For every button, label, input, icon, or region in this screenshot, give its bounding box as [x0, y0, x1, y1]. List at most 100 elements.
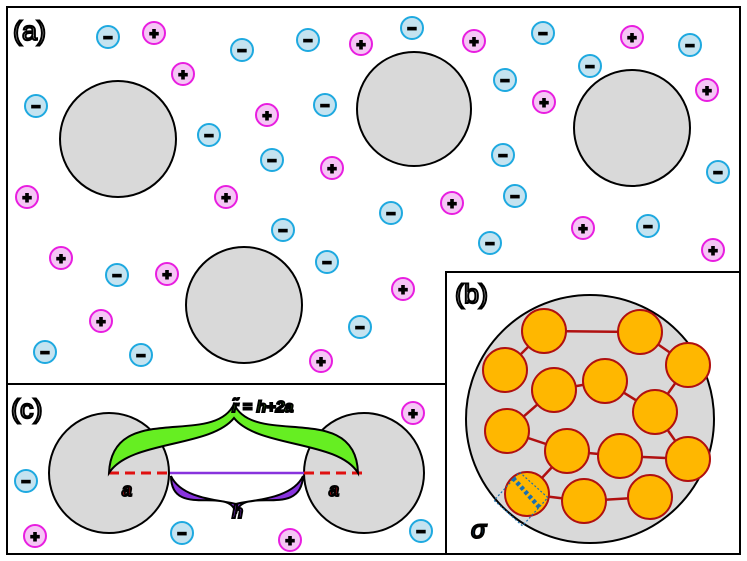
anion-ion: −	[706, 160, 730, 184]
anion-ion: −	[14, 469, 38, 493]
anion-ion: −	[96, 25, 120, 49]
cation-ion: +	[391, 277, 415, 301]
cation-ion: +	[89, 309, 113, 333]
svg-text:−: −	[323, 255, 332, 272]
svg-text:−: −	[644, 219, 653, 236]
cation-ion: +	[278, 528, 302, 552]
svg-text:−: −	[586, 59, 595, 76]
panel-c-ions: + − + − + −	[14, 401, 433, 552]
anion-ion: −	[24, 94, 48, 118]
svg-text:−: −	[417, 524, 426, 541]
h-label: h	[232, 502, 243, 522]
svg-text:−: −	[714, 165, 723, 182]
cation-ion: +	[15, 185, 39, 209]
monomer-bead	[484, 408, 530, 454]
sigma-label: σ	[471, 516, 487, 544]
monomer-bead	[582, 358, 628, 404]
svg-text:−: −	[539, 26, 548, 43]
svg-text:−: −	[304, 33, 313, 50]
svg-text:+: +	[150, 26, 159, 43]
cation-ion: +	[309, 349, 333, 373]
monomer-bead	[665, 342, 711, 388]
cation-ion: +	[142, 21, 166, 45]
cation-ion: +	[255, 103, 279, 127]
panel-a-ions: −+−−+−+−+−+−−+−+−+−−+−−++−−+−+−+−−+−+++−…	[15, 16, 730, 373]
svg-text:+: +	[540, 95, 549, 112]
panel-a: (a)	[12, 15, 691, 364]
anion-ion: −	[33, 340, 57, 364]
colloid	[573, 69, 691, 187]
anion-ion: −	[260, 148, 284, 172]
cation-ion: +	[440, 191, 464, 215]
colloid	[356, 51, 472, 167]
anion-ion: −	[478, 231, 502, 255]
svg-text:+: +	[97, 314, 106, 331]
cation-ion: +	[49, 246, 73, 270]
monomer-bead	[632, 389, 678, 435]
cation-ion: +	[620, 25, 644, 49]
svg-text:+: +	[628, 30, 637, 47]
svg-text:−: −	[22, 474, 31, 491]
cation-ion: +	[695, 78, 719, 102]
svg-text:−: −	[137, 348, 146, 365]
polymer-chain	[482, 308, 711, 524]
svg-text:−: −	[408, 21, 417, 38]
colloid	[185, 246, 303, 364]
svg-text:−: −	[238, 43, 247, 60]
svg-text:−: −	[32, 99, 41, 116]
svg-text:−: −	[499, 148, 508, 165]
svg-text:+: +	[286, 533, 295, 550]
svg-text:+: +	[163, 267, 172, 284]
anion-ion: −	[503, 184, 527, 208]
anion-ion: −	[271, 218, 295, 242]
r-tilde-brace	[107, 401, 360, 477]
svg-text:+: +	[409, 406, 418, 423]
svg-text:+: +	[317, 354, 326, 371]
svg-text:−: −	[279, 223, 288, 240]
panel-b: (b) σ	[454, 278, 715, 545]
a-label-left: a	[122, 480, 132, 500]
anion-ion: −	[129, 343, 153, 367]
svg-text:+: +	[357, 37, 366, 54]
figure-frame	[6, 6, 741, 555]
cation-ion: +	[171, 62, 195, 86]
anion-ion: −	[531, 21, 555, 45]
anion-ion: −	[348, 315, 372, 339]
cation-ion: +	[701, 238, 725, 262]
anion-ion: −	[105, 263, 129, 287]
sigma-box	[493, 471, 549, 527]
anion-ion: −	[296, 28, 320, 52]
cation-ion: +	[320, 156, 344, 180]
svg-text:+: +	[57, 251, 66, 268]
anion-ion: −	[491, 143, 515, 167]
svg-text:+: +	[263, 108, 272, 125]
svg-text:−: −	[356, 320, 365, 337]
cation-ion: +	[401, 401, 425, 425]
panel-c-label: (c)	[11, 394, 42, 424]
svg-text:+: +	[328, 161, 337, 178]
svg-text:+: +	[23, 190, 32, 207]
colloid	[59, 80, 177, 198]
cation-ion: +	[23, 524, 47, 548]
cation-ion: +	[571, 216, 595, 240]
anion-ion: −	[170, 521, 194, 545]
svg-text:+: +	[703, 83, 712, 100]
monomer-bead	[521, 308, 567, 354]
cation-ion: +	[155, 262, 179, 286]
anion-ion: −	[409, 519, 433, 543]
monomer-bead	[627, 474, 673, 520]
svg-text:−: −	[178, 526, 187, 543]
anion-ion: −	[636, 214, 660, 238]
svg-text:+: +	[222, 190, 231, 207]
svg-text:−: −	[486, 236, 495, 253]
panel-b-label: (b)	[455, 279, 488, 309]
monomer-bead	[597, 433, 643, 479]
svg-text:−: −	[104, 30, 113, 47]
panel-a-label: (a)	[13, 16, 46, 46]
cation-ion: +	[462, 29, 486, 53]
svg-text:−: −	[268, 153, 277, 170]
svg-text:+: +	[179, 67, 188, 84]
svg-text:+: +	[399, 282, 408, 299]
svg-text:−: −	[321, 98, 330, 115]
svg-text:−: −	[511, 189, 520, 206]
